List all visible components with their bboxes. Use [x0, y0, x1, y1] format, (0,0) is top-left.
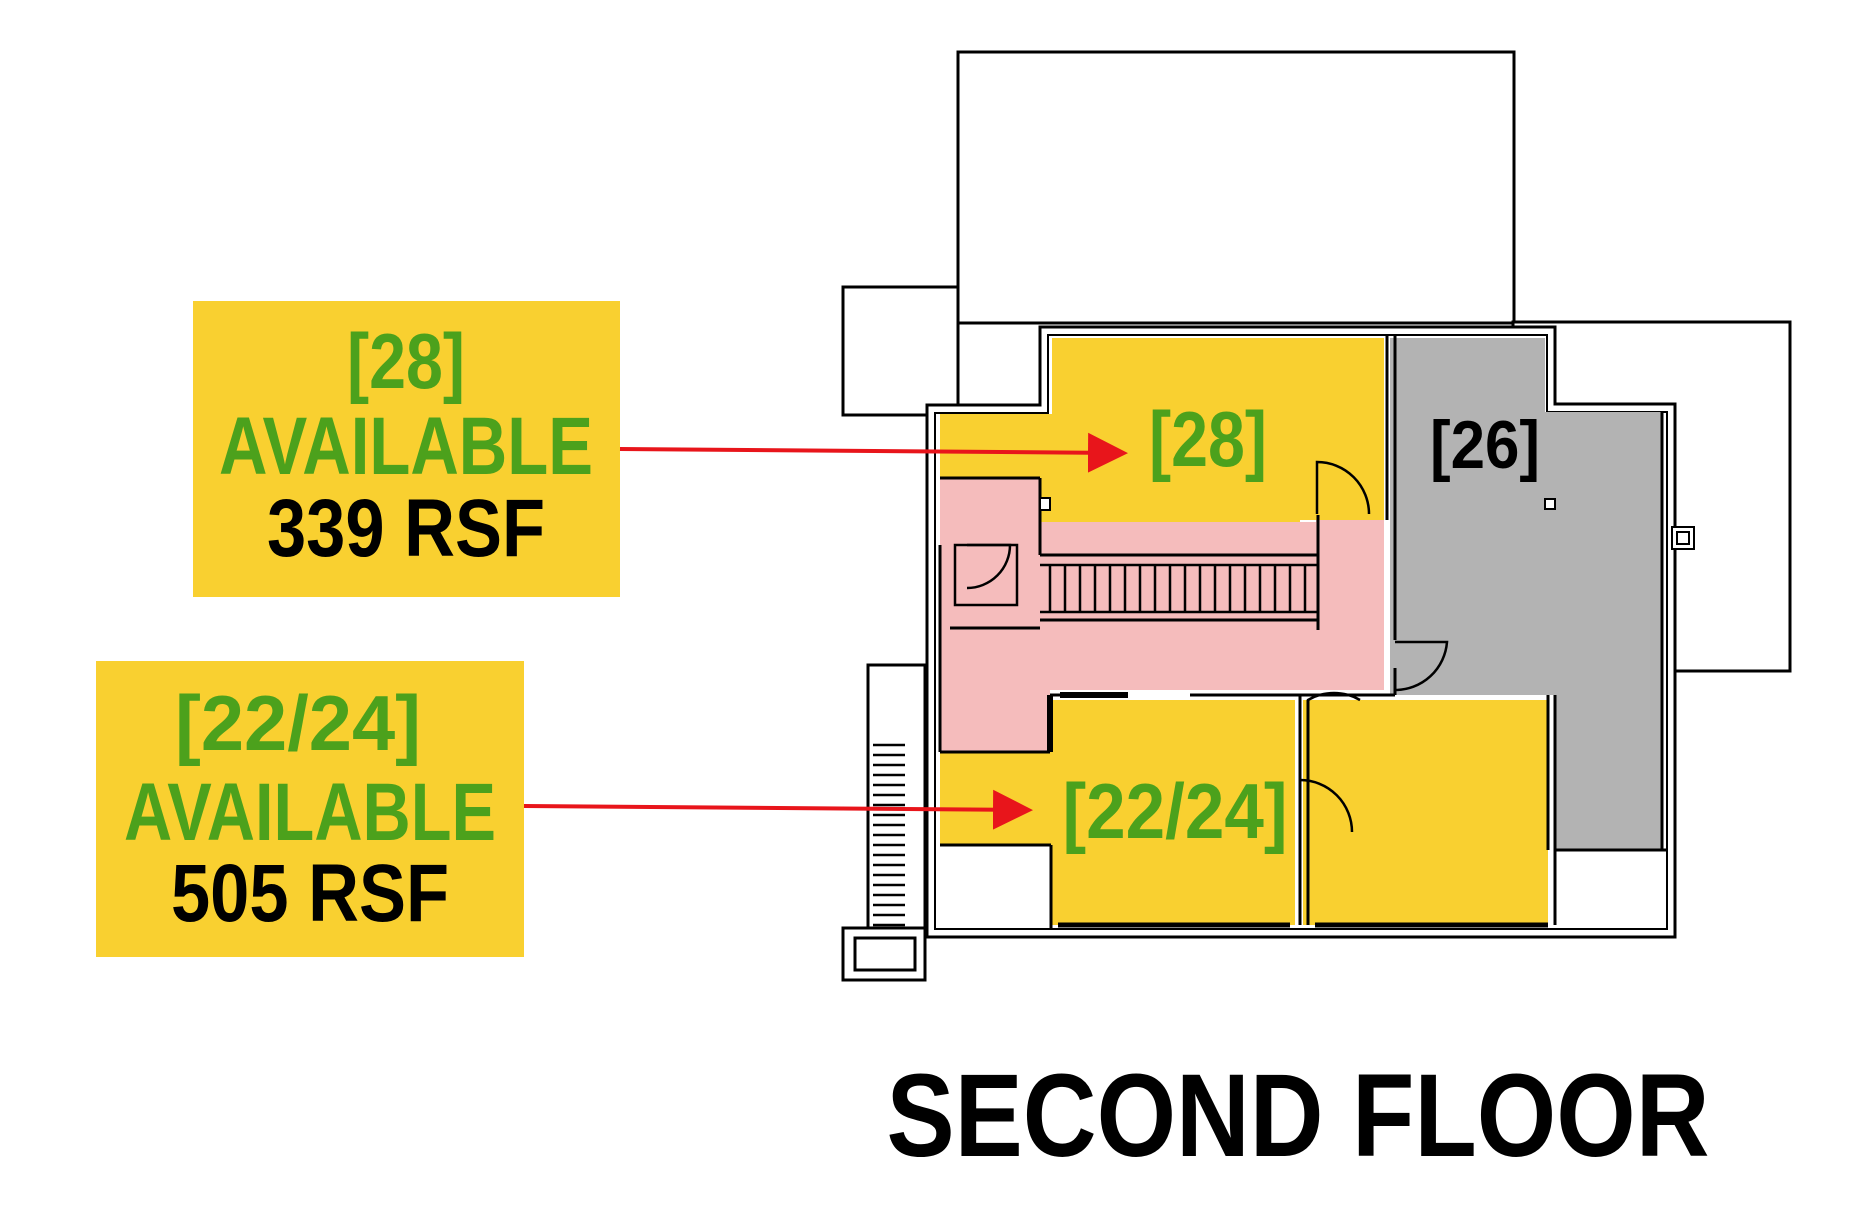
ext-stair-treads: [873, 743, 905, 927]
callout-28-size: 339 RSF: [267, 483, 545, 574]
interior-stair: [953, 543, 1318, 614]
exterior-stair: [841, 663, 927, 982]
door-swing-icon: [1394, 640, 1449, 692]
upper-wing-outline: [956, 50, 1516, 325]
exterior-stair-enclosure: [866, 663, 927, 937]
doors: [966, 460, 1449, 833]
callout-28-status: AVAILABLE: [219, 401, 593, 492]
corridor-fill: [940, 478, 1384, 752]
wall-marker: [1039, 497, 1051, 511]
callout-28-unit: [28]: [347, 317, 465, 405]
callout-28-box: [193, 301, 620, 597]
floor-title: SECOND FLOOR: [887, 1050, 1710, 1182]
room-22-24-fill: [940, 700, 1295, 925]
interior-walls: [938, 335, 1667, 929]
exterior-stair-step: [853, 936, 917, 972]
callout-22-24: [22/24] AVAILABLE 505 RSF: [96, 661, 524, 957]
callout-22-24-box: [96, 661, 524, 957]
stair-landing: [953, 543, 1019, 607]
door-swing-icon: [1298, 778, 1354, 833]
callout-28: [28] AVAILABLE 339 RSF: [193, 301, 620, 597]
door-swing-icon: [1306, 691, 1361, 748]
callout-22-24-unit: [22/24]: [175, 679, 421, 767]
room-22-24-label: [22/24]: [1063, 767, 1288, 855]
stair-treads: [1048, 565, 1307, 612]
left-balcony-outline: [841, 285, 960, 417]
room-26-label: [26]: [1430, 407, 1540, 483]
door-swing-icon: [966, 543, 1012, 590]
details: [1039, 497, 1695, 550]
room-26-fill: [1390, 338, 1662, 850]
arrow-right-icon: [523, 789, 1033, 830]
column-marker: [1544, 498, 1556, 510]
arrow-right-icon: [619, 432, 1128, 473]
callout-22-24-status: AVAILABLE: [124, 767, 496, 858]
callout-22-24-size: 505 RSF: [171, 848, 449, 939]
room-22-24-east-fill: [1303, 700, 1548, 925]
door-swing-icon: [1315, 460, 1371, 515]
wall-fixture-inner: [1676, 531, 1690, 545]
room-28-label: [28]: [1149, 395, 1267, 483]
